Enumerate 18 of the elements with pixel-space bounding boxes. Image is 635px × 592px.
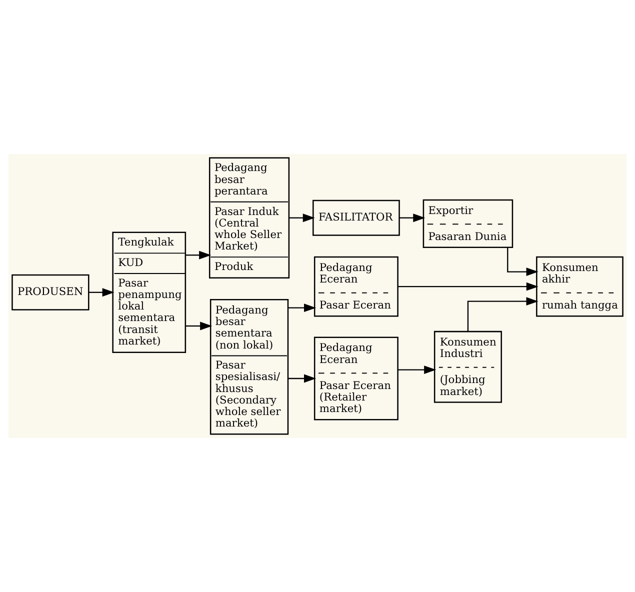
- arrow: [398, 282, 538, 291]
- arrow: [288, 374, 316, 383]
- arrow: [507, 247, 538, 276]
- arrow: [289, 214, 315, 222]
- node-box: Konsumen akhir rumah tangga: [536, 256, 624, 317]
- node-box: FASILITATOR: [312, 200, 400, 236]
- node-box: Konsumen Industri (Jobbing market): [434, 330, 502, 403]
- arrow: [186, 250, 212, 260]
- arrow: [186, 322, 212, 330]
- node-box: Pedagang Eceran Pasar Eceran (Retailer market): [314, 336, 398, 420]
- arrow: [399, 214, 426, 222]
- arrow: [467, 297, 538, 332]
- node-box: Pedagang Eceran Pasar Eceran: [314, 256, 398, 317]
- arrow: [88, 288, 114, 297]
- node-box: PRODUSEN: [12, 274, 90, 310]
- node-box: Exportir Pasaran Dunia: [422, 199, 514, 248]
- arrow: [398, 366, 436, 374]
- arrow: [288, 304, 316, 312]
